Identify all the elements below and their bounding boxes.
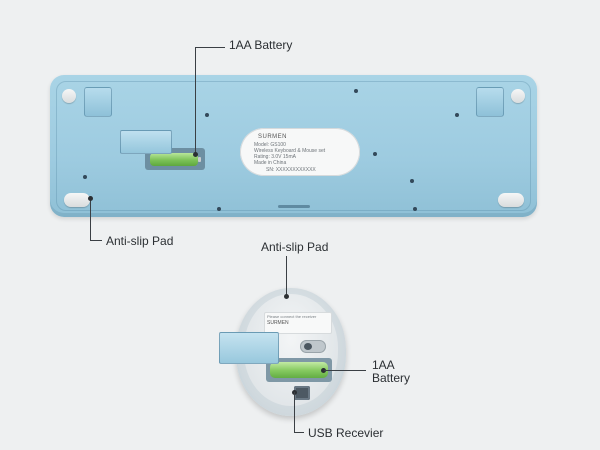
screw-hole (83, 175, 87, 179)
keyboard-slot (278, 205, 310, 208)
mouse-battery-callout-line2: Battery (372, 371, 411, 385)
mouse-pad-leader-line (286, 256, 287, 296)
keyboard-pad-callout: Anti-slip Pad (106, 234, 174, 248)
screw-hole (354, 89, 358, 93)
rating-text: Rating: 3.0V 15mA (254, 154, 296, 160)
screw-hole (373, 152, 377, 156)
mouse-battery-cover (219, 332, 279, 364)
receiver-leader-line (294, 392, 295, 432)
receiver-leader-line-h (294, 432, 304, 433)
keyboard-pad-leader-line-h (90, 240, 102, 241)
keyboard-top-right-foot (511, 89, 525, 103)
keyboard-battery-leader-line (195, 47, 196, 155)
keyboard-battery-leader-dot (193, 152, 198, 157)
screw-hole (205, 113, 209, 117)
keyboard-underside: SURMEN Model: GS100 Wireless Keyboard & … (50, 75, 537, 217)
mouse-battery-leader-line (324, 370, 366, 371)
mouse-battery-leader-dot (321, 368, 326, 373)
screw-hole (413, 207, 417, 211)
mouse-label-text: Please connect the receiver (267, 314, 317, 319)
keyboard-pad-leader-line (90, 198, 91, 240)
keyboard-battery-leader-line-h (195, 47, 225, 48)
screw-hole (410, 179, 414, 183)
origin-text: Made in China (254, 160, 287, 166)
keyboard-anti-slip-pad-right (498, 193, 524, 207)
keyboard-anti-slip-pad-left (64, 193, 90, 207)
mouse-battery-callout-line1: 1AA (372, 358, 395, 372)
keyboard-top-left-foot (62, 89, 76, 103)
keyboard-tilt-leg-left (84, 87, 112, 117)
mouse-underside: Please connect the receiver SURMEN (219, 288, 346, 416)
keyboard-pad-leader-dot (88, 196, 93, 201)
mouse-battery (270, 362, 328, 378)
mouse-pad-leader-dot (284, 294, 289, 299)
keyboard-tilt-leg-right (476, 87, 504, 117)
mouse-power-switch (300, 340, 326, 353)
desc-text: Wireless Keyboard & Mouse set (254, 148, 326, 154)
keyboard-battery (150, 153, 201, 166)
keyboard-rim (56, 81, 531, 211)
receiver-callout: USB Recevier (308, 426, 384, 440)
model-text: Model: GS100 (254, 142, 286, 148)
mouse-brand-text: SURMEN (267, 320, 289, 326)
keyboard-battery-cover (120, 130, 172, 154)
usb-receiver (294, 386, 310, 400)
screw-hole (217, 207, 221, 211)
mouse-label-sticker: Please connect the receiver SURMEN (264, 312, 332, 334)
mouse-base: Please connect the receiver SURMEN (219, 294, 338, 406)
mouse-pad-callout: Anti-slip Pad (261, 240, 329, 254)
brand-text: SURMEN (258, 134, 288, 140)
keyboard-battery-callout: 1AA Battery (229, 38, 293, 52)
keyboard-label-plate: SURMEN Model: GS100 Wireless Keyboard & … (240, 128, 360, 176)
screw-hole (455, 113, 459, 117)
serial-text: SN: XXXXXXXXXXXX (266, 167, 316, 173)
